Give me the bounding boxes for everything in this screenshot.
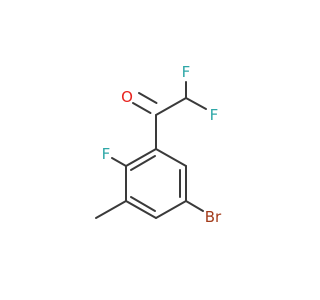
atom-label-fluorine-ring: F <box>102 145 111 163</box>
bond-chf2-f-right <box>185 97 207 110</box>
atom-label-layer: O F F F Br <box>102 63 222 226</box>
bond-ring-methyl <box>95 200 127 219</box>
bond-ring-3-4 <box>155 200 187 219</box>
bond-ring-4-5 <box>125 200 157 219</box>
molecule-structure: O F F F Br <box>95 63 222 226</box>
bond-ring-br <box>185 200 204 212</box>
bond-ring-6-1 <box>125 148 157 167</box>
atom-label-oxygen: O <box>121 88 133 106</box>
bond-ring-f <box>111 157 127 167</box>
bond-carbonyl-double-a <box>132 102 152 114</box>
bond-carbonyl-chf2 <box>155 97 187 116</box>
atom-label-fluorine-right: F <box>210 106 219 124</box>
atom-label-fluorine-top: F <box>182 63 191 81</box>
bond-carbonyl-double-b <box>138 92 158 104</box>
atom-label-bromine: Br <box>205 208 222 226</box>
bond-ring-1-2 <box>155 148 187 167</box>
bond-layer <box>95 81 207 219</box>
bond-ring-6-1-inner <box>130 155 156 171</box>
bond-ring-4-5-inner <box>130 196 156 212</box>
